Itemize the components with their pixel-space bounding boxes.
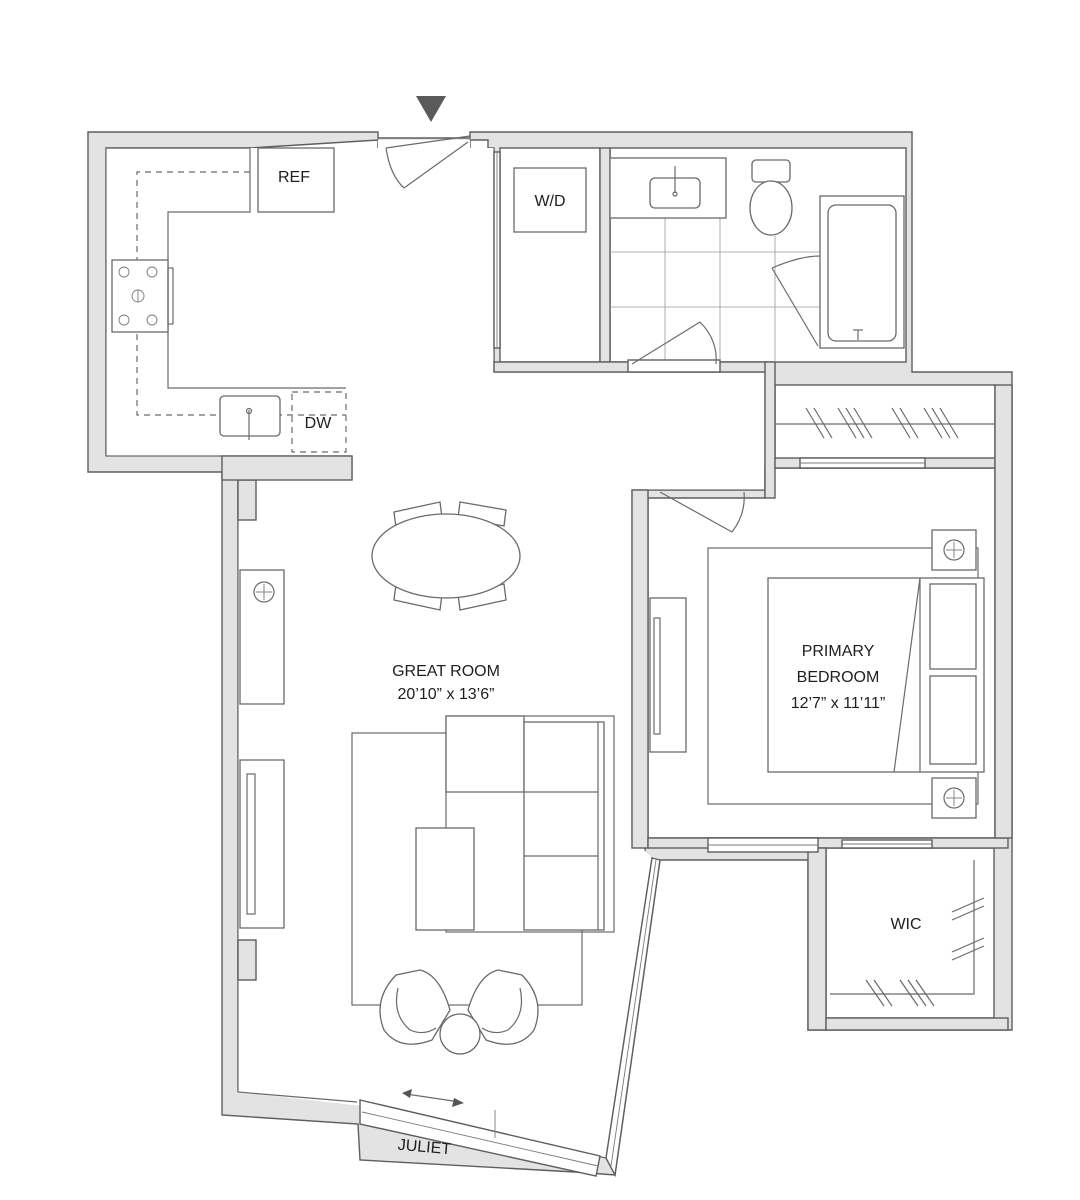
nightstand-top — [931, 529, 977, 571]
washer-dryer — [513, 167, 587, 233]
windows — [493, 151, 933, 853]
double-arrow-icon — [402, 1089, 464, 1107]
kitchen-sink — [219, 395, 281, 440]
nightstand-bottom — [931, 777, 977, 819]
ref-label: REF — [278, 169, 310, 186]
juliet-door — [359, 1099, 601, 1177]
wall-segment — [647, 837, 1009, 849]
tub-glass-door — [771, 255, 821, 347]
great-room-dimensions: 20’10” x 13’6” — [398, 686, 495, 703]
console-left-upper — [239, 569, 285, 705]
refrigerator — [257, 147, 335, 213]
wall-segment — [764, 361, 776, 499]
bathroom-door — [627, 321, 721, 373]
dw-label: DW — [305, 415, 333, 432]
sectional-sofa — [445, 715, 605, 931]
bathroom-sink — [649, 166, 701, 209]
wall-pier — [237, 939, 257, 981]
tv-console — [239, 759, 285, 929]
bedroom-dresser — [649, 597, 687, 753]
great-room-name: GREAT ROOM — [392, 663, 500, 680]
bedroom-top-closet — [774, 384, 996, 466]
wic-rods — [830, 860, 985, 1007]
wic-label: WIC — [890, 916, 921, 933]
bed — [767, 577, 985, 773]
bedroom-dimensions: 12’7” x 11’11” — [791, 695, 886, 712]
entry-arrow-icon — [416, 96, 446, 122]
bedroom-door — [659, 491, 745, 533]
wall-segment — [631, 489, 649, 849]
dining-set — [371, 501, 521, 611]
entry-door — [385, 135, 471, 189]
wd-label: W/D — [534, 193, 565, 210]
juliet-label: JULIET — [397, 1137, 452, 1159]
lounge-chairs — [379, 969, 539, 1055]
wall-pier — [221, 455, 353, 481]
angled-window — [605, 857, 661, 1178]
dishwasher — [291, 391, 347, 453]
cooktop — [111, 259, 174, 333]
closet-rod-top — [775, 407, 995, 439]
bedroom-name-line2: BEDROOM — [797, 669, 880, 686]
toilet — [749, 159, 793, 236]
walk-in-closet — [825, 847, 995, 1019]
kitchen-counter — [106, 147, 346, 389]
coffee-table — [415, 827, 475, 931]
wall-segment — [599, 147, 611, 363]
wall-segment — [807, 847, 827, 1031]
bathroom-tiles — [610, 218, 820, 362]
wall-pier — [237, 479, 257, 521]
bathtub — [819, 195, 905, 349]
bedroom-name-line1: PRIMARY — [802, 643, 875, 660]
rug-border-upper — [445, 715, 615, 933]
wall-segment — [994, 384, 1013, 839]
wall-segment — [825, 1017, 1009, 1031]
